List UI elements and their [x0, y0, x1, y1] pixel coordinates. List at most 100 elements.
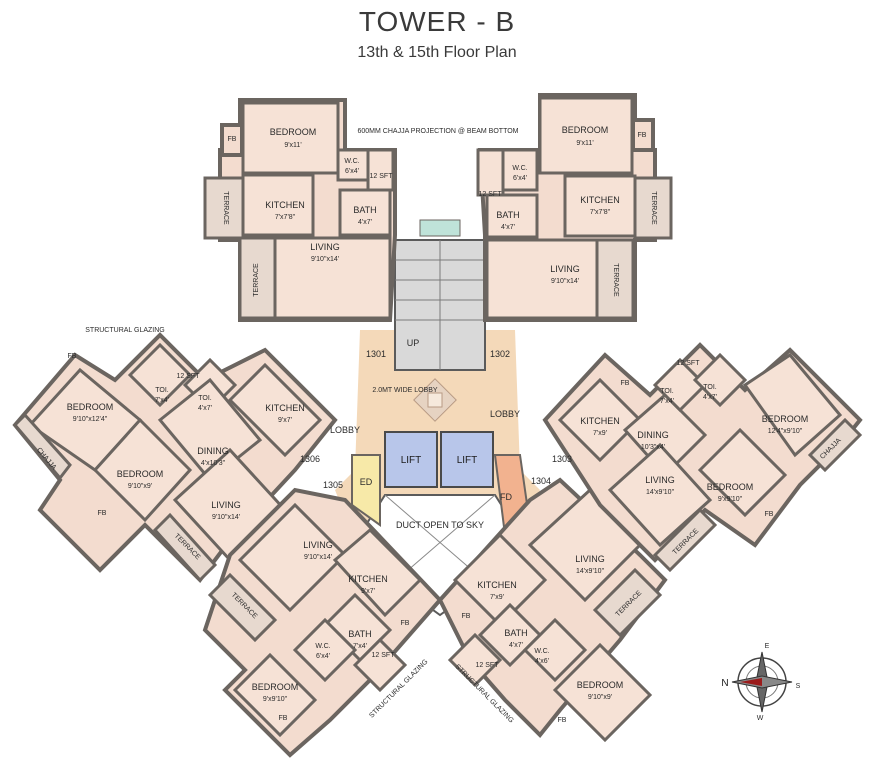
label-bath-1305: BATH — [348, 629, 371, 639]
dim-bath-1301: 4'x7' — [358, 219, 372, 226]
dim-bedroom2-1303: 9'x9'10" — [718, 496, 743, 503]
chajja-1303 — [807, 417, 863, 473]
label-kitchen-1304: KITCHEN — [477, 580, 517, 590]
ser-area-1302 — [476, 148, 505, 197]
unit-number-1301: 1301 — [366, 349, 386, 359]
label-kitchen-1303: KITCHEN — [580, 416, 620, 426]
terrace-1302 — [595, 238, 635, 320]
label-dining-1303: DINING — [637, 430, 669, 440]
ser-area-1301 — [366, 148, 395, 192]
fb-1302 — [631, 118, 655, 152]
wc-1301 — [336, 148, 370, 182]
label-fb-1302: FB — [638, 132, 647, 139]
unit-number-1302: 1302 — [490, 349, 510, 359]
label-bedroom1-1303: BEDROOM — [762, 414, 809, 424]
bath-1302 — [485, 193, 539, 239]
page-title: TOWER - B — [358, 6, 516, 37]
lobby-right-label: LOBBY — [490, 409, 520, 419]
dim-living-1301: 9'10"x14' — [311, 256, 339, 263]
dim-dining-1303: 10'3"x4' — [641, 444, 665, 451]
label-living-1304: LIVING — [575, 554, 605, 564]
label-bedroom2-1306: BEDROOM — [117, 469, 164, 479]
label-fb-1306: FB — [68, 353, 77, 360]
label-ser-1305: 12 SFT — [372, 652, 396, 659]
label-dining-1306: DINING — [197, 446, 229, 456]
label-toi1-1306: TOI. — [155, 387, 169, 394]
label-ser-1304: 12 SFT — [476, 662, 500, 669]
label-fb-1303: FB — [621, 380, 630, 387]
page-subtitle: 13th & 15th Floor Plan — [357, 44, 517, 61]
dim-toi1-1306: 7'x4' — [155, 397, 169, 404]
label-kitchen-1306: KITCHEN — [265, 403, 305, 413]
label-ser-1303: 12 SFT — [677, 360, 701, 367]
label-living-1306: LIVING — [211, 500, 241, 510]
dim-living-1304: 14'x9'10" — [576, 568, 605, 575]
terrace-1302-2 — [633, 176, 673, 240]
dim-living-1306: 9'10"x14' — [212, 514, 240, 521]
label-kitchen-1302: KITCHEN — [580, 195, 620, 205]
dim-kitchen-1304: 7'x9' — [490, 594, 504, 601]
terrace-1303 — [652, 507, 718, 573]
dim-toi2-1303: 4'x7' — [703, 394, 717, 401]
chajja-projection — [419, 219, 461, 237]
fd-label: FD — [500, 492, 512, 502]
label-bedroom-1305: BEDROOM — [252, 682, 299, 692]
dim-bath-1305: 7'x4' — [353, 643, 367, 650]
label-bath-1304: BATH — [504, 628, 527, 638]
label-wc-1305: W.C. — [315, 643, 330, 650]
kitchen-1304 — [452, 532, 548, 628]
dim-wc-1305: 6'x4' — [316, 653, 330, 660]
bedroom2-1303 — [697, 427, 788, 518]
label-kitchen-1301: KITCHEN — [265, 200, 305, 210]
label-toi2-1303: TOI. — [703, 384, 717, 391]
label-living-1302: LIVING — [550, 264, 580, 274]
compass-e-label: E — [765, 643, 770, 650]
bedroom-1302 — [538, 96, 634, 175]
label-bedroom1-1306: BEDROOM — [67, 402, 114, 412]
duct-label: DUCT OPEN TO SKY — [396, 520, 484, 530]
label-bedroom2-1303: BEDROOM — [707, 482, 754, 492]
bedroom-1301 — [241, 101, 340, 175]
toi1-1306 — [127, 342, 193, 408]
dim-bedroom-1305: 9'x9'10" — [263, 696, 288, 703]
label-living-1303: LIVING — [645, 475, 675, 485]
label-terrace2-1302: TERRACE — [650, 191, 657, 225]
chajja-note: 600MM CHAJJA PROJECTION @ BEAM BOTTOM — [358, 128, 519, 135]
label-bath-1301: BATH — [353, 205, 376, 215]
dim-bedroom-1302: 9'x11' — [576, 140, 593, 147]
label-living-1301: LIVING — [310, 242, 340, 252]
dim-bedroom2-1306: 9'10"x9' — [128, 483, 152, 490]
unit-1302 — [476, 93, 673, 322]
compass-icon: N E S W — [721, 643, 800, 722]
wc-1304 — [522, 617, 588, 683]
label-toi2-1306: TOI. — [198, 395, 212, 402]
dim-living-1305: 9'10"x14' — [304, 554, 332, 561]
label-kitchen-1305: KITCHEN — [348, 574, 388, 584]
unit-number-1304: 1304 — [531, 476, 551, 486]
dim-kitchen-1302: 7'x7'8" — [590, 209, 611, 216]
lift-1 — [384, 431, 438, 488]
ser-area-1305 — [352, 637, 408, 693]
dim-toi2-1306: 4'x7' — [198, 405, 212, 412]
central-core — [335, 219, 540, 617]
lift-2-label: LIFT — [457, 455, 478, 466]
dim-bedroom1-1306: 9'10"x12'4" — [73, 416, 108, 423]
lift-2 — [440, 431, 494, 488]
compass-n-label: N — [721, 678, 728, 689]
label-bedroom-1301: BEDROOM — [270, 127, 317, 137]
chajja-1306 — [12, 412, 72, 481]
wc-1305 — [292, 617, 358, 683]
label-ser-1306: 12 SFT — [177, 373, 201, 380]
terrace-1301 — [238, 236, 277, 320]
label-toi1-1303: TOI. — [660, 388, 674, 395]
fb-1301 — [220, 123, 244, 157]
dim-living-1302: 9'10"x14' — [551, 278, 579, 285]
label-living-1305: LIVING — [303, 540, 333, 550]
label-wc-1304: W.C. — [534, 648, 549, 655]
lobby-tile-motif — [413, 378, 457, 422]
wc-1302 — [500, 148, 539, 192]
dim-bedroom1-1303: 12'4"x9'10" — [768, 428, 803, 435]
kitchen-1301 — [241, 173, 315, 237]
kitchen-1305 — [332, 527, 423, 618]
dim-wc-1304: 4'x6' — [535, 658, 549, 665]
